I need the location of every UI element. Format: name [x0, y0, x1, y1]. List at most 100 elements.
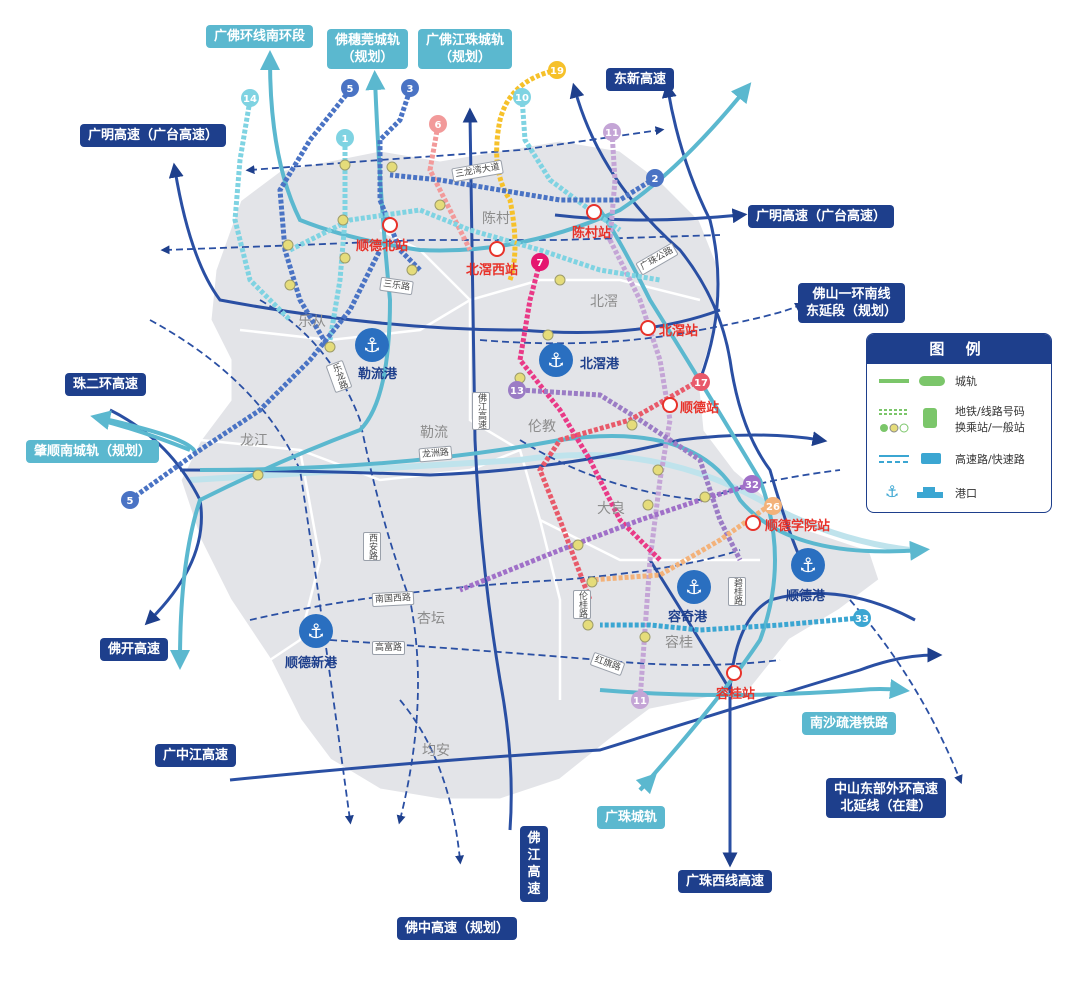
- line-number-bubbles: 14 5 3 1 6 10 19 11 2 7 13 17 32 26 33 1…: [121, 61, 871, 709]
- legend-row-expressway: 高速路/快速路: [867, 446, 1051, 472]
- interchange-dots: [252, 159, 711, 643]
- label-zs-east: 中山东部外环高速 北延线（在建）: [826, 778, 947, 818]
- legend-row-intercity: 城轨: [867, 368, 1051, 394]
- port-shunde: 顺德港: [786, 589, 826, 604]
- road-fojiang: 佛江高速: [472, 392, 490, 430]
- station-shunde-north: 顺德北站: [356, 239, 409, 254]
- station-ronggui: 容桂站: [716, 687, 756, 702]
- label-fokai: 佛开高速: [100, 638, 169, 661]
- ship-icon: [917, 487, 943, 498]
- legend-title: 图 例: [867, 334, 1051, 364]
- town-daliang: 大良: [597, 501, 625, 517]
- svg-text:1: 1: [342, 134, 349, 145]
- town-longjiang: 龙江: [240, 433, 268, 449]
- town-beijiao: 北滘: [590, 294, 618, 310]
- label-fojiang-4: 速: [527, 882, 541, 897]
- svg-text:2: 2: [652, 174, 659, 185]
- svg-text:6: 6: [435, 120, 442, 131]
- label-fsg-rail-l2: （规划）: [341, 50, 394, 65]
- svg-text:17: 17: [694, 378, 708, 389]
- legend-metro-l2: 换乘站/一般站: [955, 421, 1025, 434]
- label-zs-east-l2: 北延线（在建）: [840, 799, 932, 814]
- road-gaofu: 高富路: [372, 641, 406, 655]
- svg-text:5: 5: [347, 84, 354, 95]
- label-guangming-right: 广明高速（广台高速）: [748, 205, 895, 228]
- label-guangzhu-west: 广珠西线高速: [678, 870, 773, 893]
- label-gfjz-rail-l2: （规划）: [439, 50, 492, 65]
- port-anchor-icons: ⚓ ⚓ ⚓ ⚓ ⚓: [299, 328, 825, 648]
- port-leliu: 勒流港: [358, 367, 398, 382]
- town-lunjiao: 伦教: [528, 419, 556, 435]
- label-guangzhu-rail: 广珠城轨: [597, 806, 666, 829]
- svg-text:⚓: ⚓: [799, 553, 817, 577]
- rail-station-markers: [382, 204, 761, 681]
- label-fojiang: 佛 江 高 速: [520, 826, 548, 902]
- town-chencun: 陈村: [482, 211, 510, 227]
- svg-text:26: 26: [766, 502, 780, 513]
- label-fojiang-3: 高: [527, 865, 541, 880]
- svg-text:⚓: ⚓: [685, 575, 703, 599]
- label-zs-east-l1: 中山东部外环高速: [834, 782, 939, 797]
- svg-text:⚓: ⚓: [363, 333, 381, 357]
- road-xian: 西安路: [363, 532, 381, 561]
- label-fs-ring-l2: 东延段（规划）: [806, 304, 898, 319]
- label-guangming-left: 广明高速（广台高速）: [80, 124, 227, 147]
- station-beijiao: 北滘站: [659, 324, 699, 339]
- label-gfjz-rail: 广佛江珠城轨 （规划）: [418, 29, 513, 69]
- port-shunde-new: 顺德新港: [285, 656, 338, 671]
- label-fojiang-1: 佛: [527, 831, 541, 846]
- port-rongqi: 容奇港: [668, 610, 708, 625]
- road-lungui: 伦桂路: [573, 590, 591, 619]
- label-fs-ring: 佛山一环南线 东延段（规划）: [798, 283, 906, 323]
- legend-expressway: 高速路/快速路: [955, 453, 1025, 466]
- road-longzhou: 龙洲路: [418, 445, 453, 463]
- town-junan: 均安: [422, 743, 450, 759]
- label-guangzhongjiang: 广中江高速: [155, 744, 237, 767]
- town-ronggui: 容桂: [665, 635, 693, 651]
- town-lecong: 乐从: [298, 314, 326, 330]
- label-zhu-ring2: 珠二环高速: [65, 373, 147, 396]
- station-chencun: 陈村站: [572, 226, 612, 241]
- svg-text:11: 11: [605, 128, 619, 139]
- svg-text:7: 7: [537, 258, 544, 269]
- expressway-icon: [879, 453, 941, 464]
- label-zhaoshun: 肇顺南城轨（规划）: [26, 440, 160, 463]
- svg-text:13: 13: [510, 386, 524, 397]
- legend-metro-l1: 地铁/线路号码: [955, 405, 1025, 418]
- svg-text:⚓: ⚓: [307, 619, 325, 643]
- road-nanguo-west: 南国西路: [371, 590, 415, 608]
- label-gfjz-rail-l1: 广佛江珠城轨: [426, 33, 505, 48]
- town-xingtan: 杏坛: [417, 611, 445, 627]
- svg-text:⚓: ⚓: [547, 348, 565, 372]
- label-dongxin: 东新高速: [606, 68, 675, 91]
- svg-text:19: 19: [550, 66, 564, 77]
- legend: 图 例 城轨 地铁/线路号码 换乘站/一般站 高速路/快速路 ⚓: [866, 333, 1052, 513]
- label-fojiang-2: 江: [527, 848, 541, 863]
- metro-lines: [128, 67, 861, 701]
- label-fozhong: 佛中高速（规划）: [397, 917, 518, 940]
- station-shunde: 顺德站: [680, 401, 720, 416]
- label-gf-south-ring: 广佛环线南环段: [206, 25, 314, 48]
- legend-row-metro: 地铁/线路号码 换乘站/一般站: [867, 402, 1051, 438]
- label-nansha: 南沙疏港铁路: [802, 712, 897, 735]
- metro-icon: [879, 408, 937, 433]
- legend-intercity: 城轨: [955, 375, 977, 388]
- legend-port: 港口: [955, 487, 977, 500]
- station-beijiao-west: 北滘西站: [466, 263, 519, 278]
- town-leliu: 勒流: [420, 425, 448, 441]
- label-fsg-rail-l1: 佛穗莞城轨: [335, 33, 401, 48]
- svg-text:11: 11: [633, 696, 647, 707]
- svg-text:33: 33: [855, 614, 869, 625]
- label-fs-ring-l1: 佛山一环南线: [812, 287, 891, 302]
- station-shunde-college: 顺德学院站: [765, 519, 831, 534]
- svg-text:5: 5: [127, 496, 134, 507]
- svg-text:32: 32: [745, 480, 759, 491]
- port-beijiao: 北滘港: [580, 357, 620, 372]
- anchor-icon: ⚓: [885, 482, 900, 501]
- road-binggui: 碧桂路: [728, 577, 746, 606]
- label-fsg-rail: 佛穗莞城轨 （规划）: [327, 29, 409, 69]
- svg-text:14: 14: [243, 94, 257, 105]
- legend-row-port: ⚓ 港口: [867, 480, 1051, 506]
- svg-text:3: 3: [407, 84, 414, 95]
